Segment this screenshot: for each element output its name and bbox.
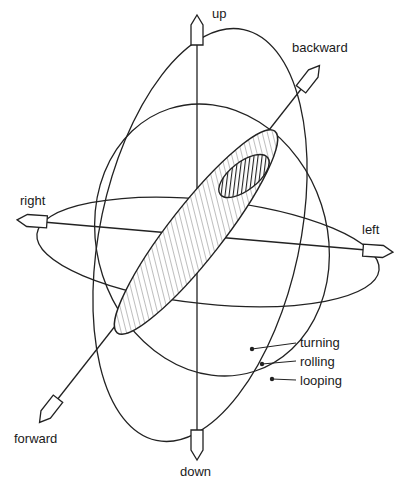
left-arrow — [363, 244, 394, 258]
longitudinal-axis — [57, 88, 302, 400]
leader-dot — [250, 347, 254, 351]
axis-label: right — [20, 193, 45, 208]
motion-label: turning — [300, 335, 340, 350]
fin-patch — [212, 146, 277, 205]
motion-label: rolling — [300, 354, 335, 369]
leader-dot — [270, 377, 274, 381]
down-arrow — [191, 430, 203, 460]
backward-arrow — [296, 62, 324, 93]
axis-label: down — [180, 464, 211, 479]
axis-label: left — [362, 222, 379, 237]
motion-label: looping — [300, 373, 342, 388]
axis-label: up — [212, 6, 226, 21]
rolling-ring — [60, 73, 364, 407]
leader-dot — [260, 362, 264, 366]
fish-body — [96, 115, 296, 350]
up-arrow — [191, 15, 203, 45]
axis-label: backward — [292, 40, 348, 55]
forward-arrow — [35, 395, 63, 426]
axis-label: forward — [14, 431, 57, 446]
leader-lines — [252, 343, 296, 380]
right-arrow — [17, 214, 48, 228]
looping-ring — [59, 9, 342, 461]
